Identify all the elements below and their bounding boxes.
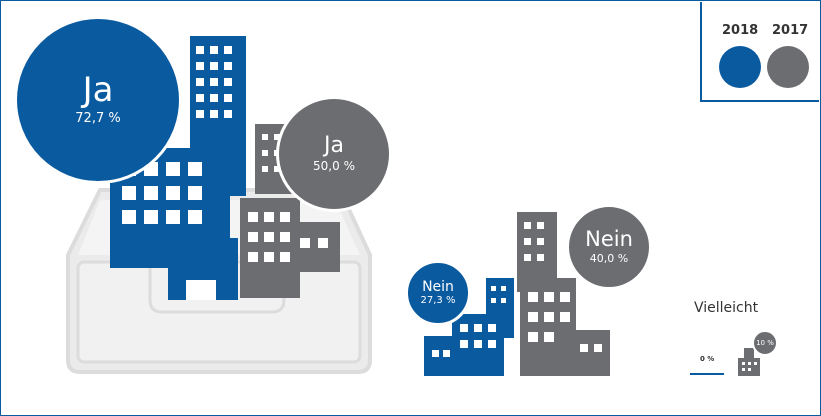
legend-swatch-2017 bbox=[767, 46, 809, 88]
bubble-value: 27,3 % bbox=[420, 294, 456, 306]
bubble-label: Nein bbox=[422, 278, 454, 295]
bubble-vielleicht-2017: 10 % bbox=[752, 330, 778, 356]
bubble-value: 10 % bbox=[756, 338, 774, 347]
vielleicht-2018-marker bbox=[690, 373, 724, 375]
bubble-label: Nein bbox=[585, 226, 633, 251]
legend-label-2017: 2017 bbox=[772, 23, 809, 38]
bubble-nein-2018: Nein 27,3 % bbox=[405, 260, 471, 326]
bubble-nein-2017: Nein 40,0 % bbox=[566, 204, 652, 290]
bubble-value: 50,0 % bbox=[313, 158, 355, 173]
legend: 2018 2017 bbox=[700, 2, 819, 102]
legend-label-2018: 2018 bbox=[722, 23, 759, 38]
legend-swatch-2018 bbox=[719, 46, 761, 88]
bubble-ja-2018: Ja 72,7 % bbox=[14, 16, 182, 184]
bubble-value: 72,7 % bbox=[75, 111, 121, 127]
category-label-vielleicht: Vielleicht bbox=[694, 300, 759, 316]
bubble-ja-2017: Ja 50,0 % bbox=[276, 96, 392, 212]
bubble-label: Ja bbox=[324, 132, 344, 158]
bubble-value: 40,0 % bbox=[589, 251, 629, 265]
bubble-label: Ja bbox=[82, 70, 114, 111]
vielleicht-2018-value: 0 % bbox=[700, 355, 715, 363]
